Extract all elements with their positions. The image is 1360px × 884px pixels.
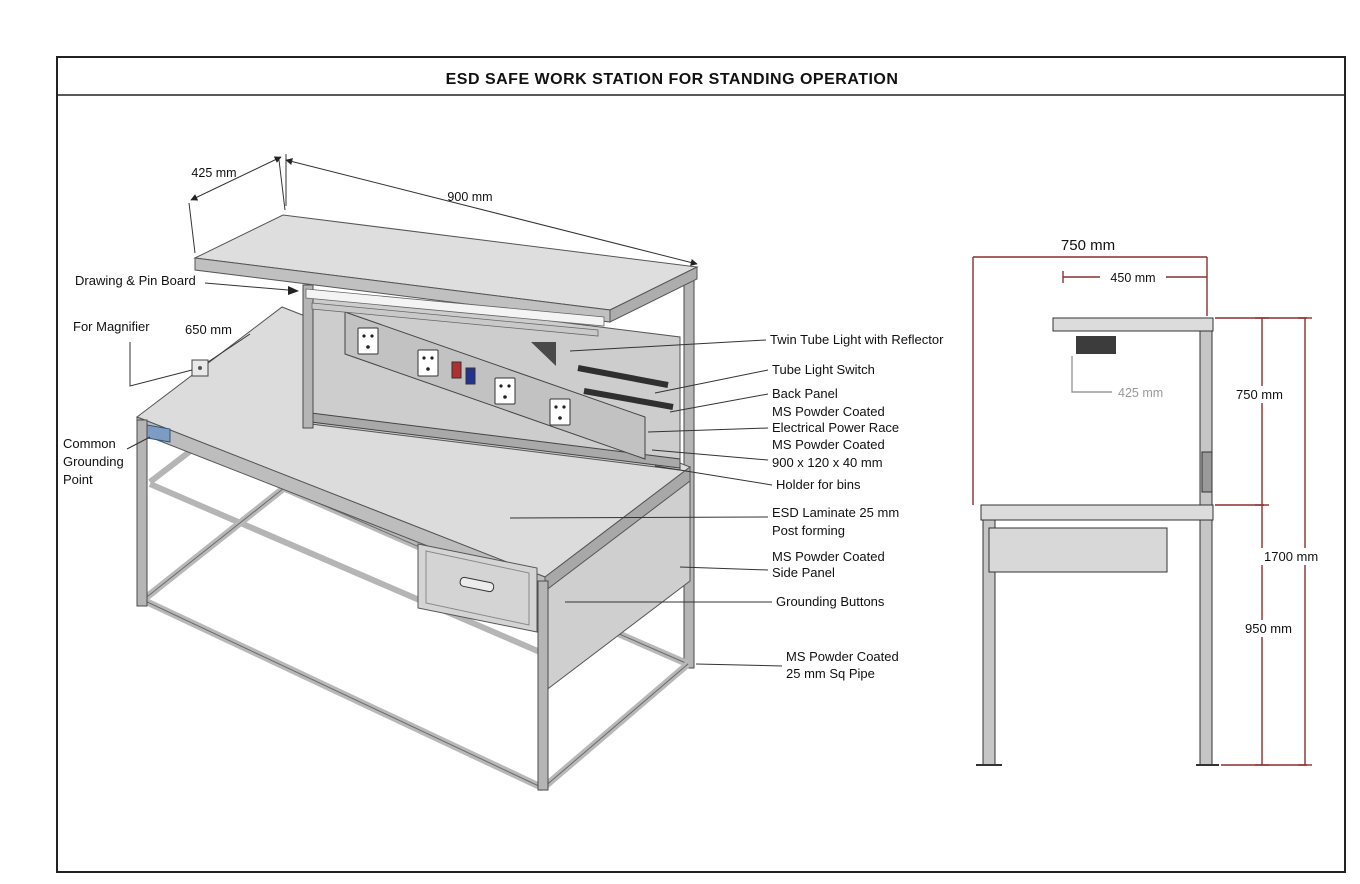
dim-450-label: 450 mm (1110, 271, 1155, 285)
drawer-handle (459, 576, 495, 593)
bottom-rails (140, 484, 691, 792)
dim-900-label: 900 mm (447, 190, 492, 204)
workbench-isometric-view (135, 214, 699, 792)
label-common-grounding-2: Grounding (63, 454, 124, 469)
side-view-dimensions: 750 mm 450 mm 425 mm 750 mm 950 mm 1700 … (972, 237, 1326, 766)
dim-label-bg (1260, 548, 1326, 565)
drawer-front-inset (425, 550, 530, 626)
top-shelf-right-edge (609, 266, 698, 323)
label-race-size-1: MS Powder Coated (772, 437, 885, 452)
socket (494, 377, 516, 405)
label-power-race-1: MS Powder Coated (772, 404, 885, 419)
socket (417, 349, 439, 377)
side-view-bin-holder (1201, 451, 1213, 493)
workbench-side-view (976, 317, 1219, 766)
dim-label-bg (1241, 620, 1299, 637)
switch-red (451, 361, 462, 379)
twin-tube-light (577, 365, 674, 410)
label-race-size-2: 900 x 120 x 40 mm (772, 455, 883, 470)
label-holder-for-bins: Holder for bins (776, 477, 861, 492)
stretcher-front (148, 481, 542, 655)
label-power-race-2: Electrical Power Race (772, 420, 899, 435)
work-surface (135, 306, 692, 594)
iso-labels-right: Twin Tube Light with Reflector Tube Ligh… (509, 332, 944, 681)
label-sq-pipe-1: MS Powder Coated (786, 649, 899, 664)
dim-line-900 (285, 158, 698, 266)
dim-950-label: 950 mm (1245, 621, 1292, 636)
label-grounding-buttons: Grounding Buttons (776, 594, 885, 609)
dim-1700-label: 1700 mm (1264, 549, 1318, 564)
switch-blue (465, 367, 476, 385)
side-view-work-surface (980, 504, 1214, 521)
sheet-border (56, 56, 1346, 873)
dim-425-side-label: 425 mm (1118, 386, 1163, 400)
magnifier-rail-strip (311, 302, 599, 337)
label-esd-laminate-1: ESD Laminate 25 mm (772, 505, 899, 520)
label-esd-laminate-2: Post forming (772, 523, 845, 538)
dim-line-light-425 (1071, 356, 1112, 393)
dim-750-top-label: 750 mm (1061, 237, 1115, 254)
label-for-magnifier: For Magnifier (73, 319, 150, 334)
leg-front-left (136, 419, 148, 607)
side-view-drawer (988, 527, 1168, 573)
label-side-panel-1: MS Powder Coated (772, 549, 885, 564)
label-side-panel-2: Side Panel (772, 565, 835, 580)
label-common-grounding-1: Common (63, 436, 116, 451)
drawer (417, 543, 538, 633)
shelf-bracket (531, 342, 556, 366)
leg-front-right (537, 580, 549, 791)
pin-board-strip (305, 288, 605, 327)
magnifier-bracket (191, 333, 251, 377)
label-sq-pipe-2: 25 mm Sq Pipe (786, 666, 875, 681)
iso-labels-left: Drawing & Pin Board For Magnifier 650 mm… (63, 273, 299, 487)
iso-dimensions: 425 mm 900 mm (188, 154, 698, 266)
side-view-rear-post (1199, 317, 1213, 766)
label-twin-tube-light: Twin Tube Light with Reflector (770, 332, 944, 347)
power-sockets (357, 327, 571, 426)
dim-650-label: 650 mm (185, 322, 232, 337)
label-back-panel: Back Panel (772, 386, 838, 401)
side-view-top-shelf (1052, 317, 1214, 332)
page-title: ESD SAFE WORK STATION FOR STANDING OPERA… (446, 71, 899, 88)
label-common-grounding-3: Point (63, 472, 93, 487)
leader-arrowhead (288, 286, 299, 295)
dim-line-425 (190, 156, 282, 201)
label-drawing-pin-board: Drawing & Pin Board (75, 273, 196, 288)
dim-label-bg (1232, 386, 1292, 403)
socket (549, 398, 571, 426)
upright-post-left (302, 284, 314, 429)
dim-750-right-label: 750 mm (1236, 387, 1283, 402)
socket (357, 327, 379, 355)
dim-425-label: 425 mm (191, 166, 236, 180)
label-tube-light-switch: Tube Light Switch (772, 362, 875, 377)
side-view-tube-light (1076, 336, 1116, 354)
